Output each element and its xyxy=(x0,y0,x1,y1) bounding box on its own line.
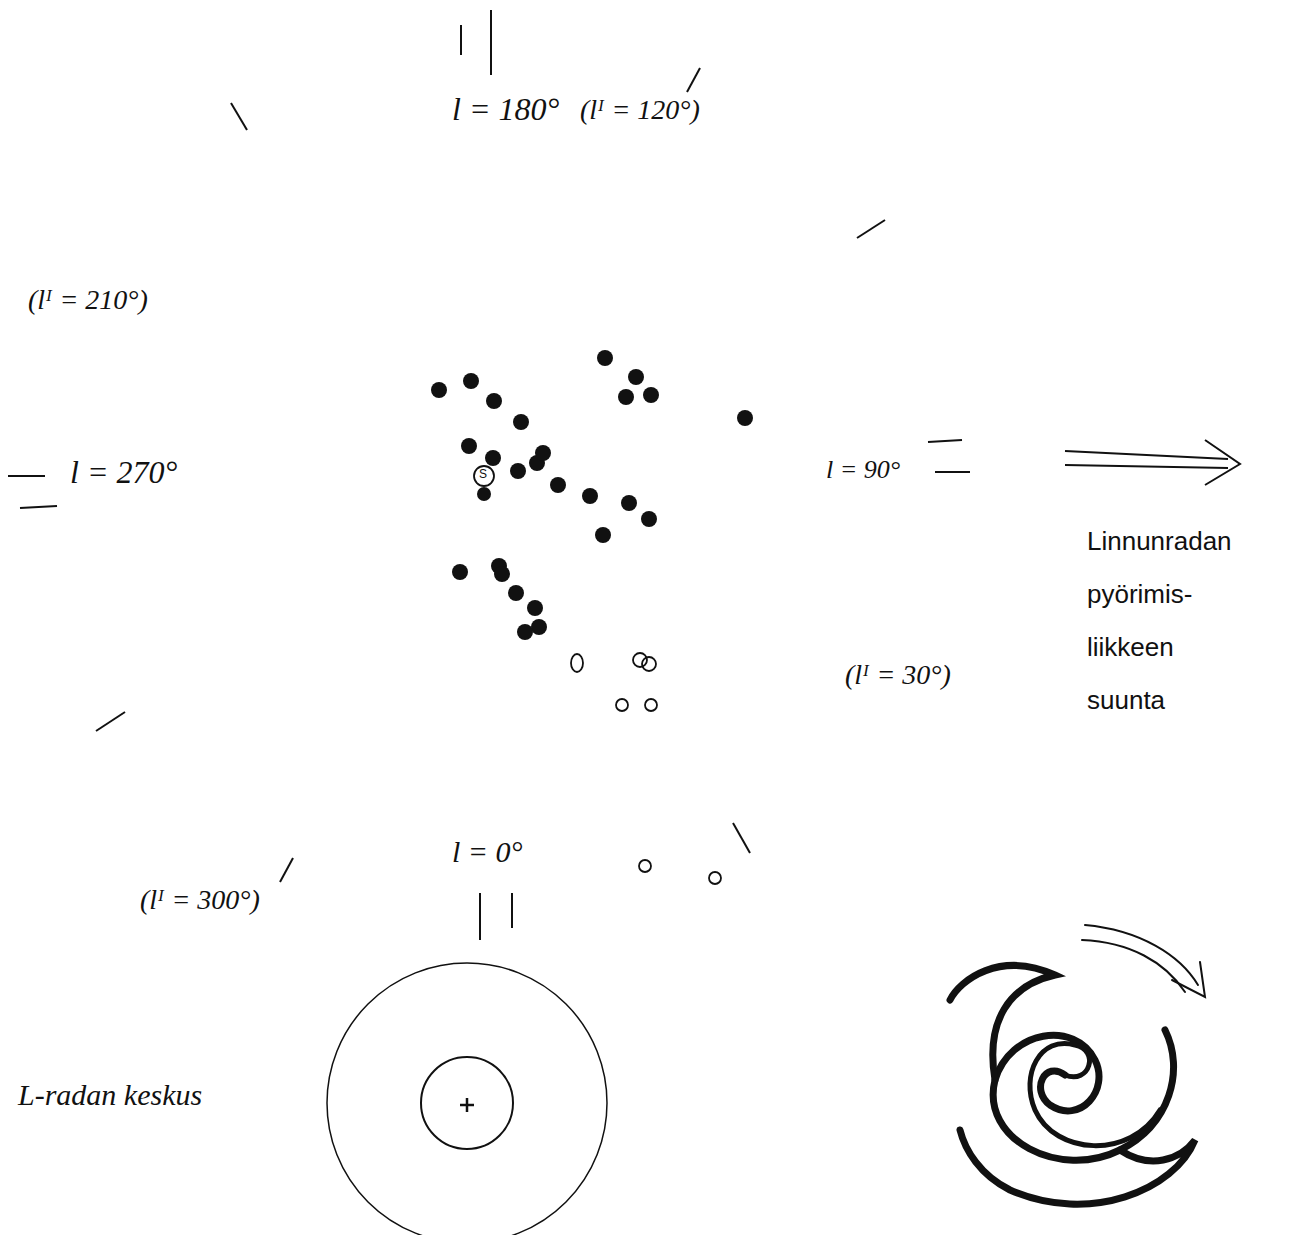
spiral-galaxy xyxy=(950,925,1205,1204)
center-label: L-radan keskus xyxy=(18,1078,202,1111)
old-longitude-label: (lᴵ = 300°) xyxy=(140,885,260,916)
filled-clusters xyxy=(431,350,753,640)
galactic-center xyxy=(327,963,607,1235)
rotation-arrow xyxy=(1065,440,1240,485)
rotation-caption: Linnunradan pyörimis- liikkeen suunta xyxy=(1087,515,1257,727)
old-longitude-label: (lᴵ = 120°) xyxy=(580,95,700,126)
old-longitude-label: (lᴵ = 30°) xyxy=(845,660,951,691)
open-clusters xyxy=(474,466,721,884)
old-longitude-label: (lᴵ = 210°) xyxy=(28,285,148,316)
longitude-label: l = 90° xyxy=(826,456,900,485)
longitude-label: l = 270° xyxy=(70,455,177,490)
sun-symbol: S xyxy=(479,468,487,481)
longitude-label: l = 0° xyxy=(452,835,523,868)
longitude-label: l = 180° xyxy=(452,92,559,127)
tick-marks xyxy=(8,10,970,940)
